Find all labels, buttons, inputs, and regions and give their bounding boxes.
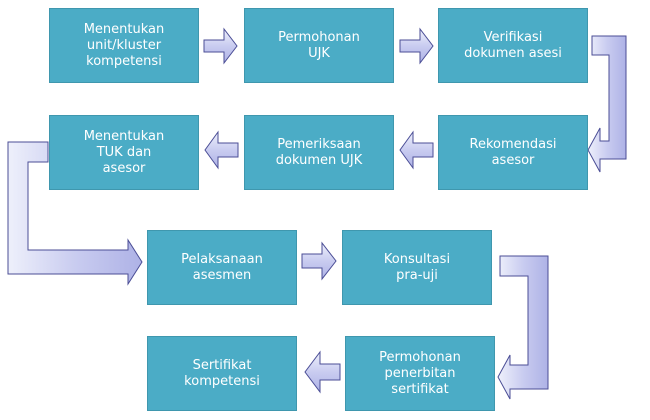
- step-box-menentukan-unit: Menentukan unit/kluster kompetensi: [49, 8, 199, 83]
- step-label: Konsultasi pra-uji: [383, 251, 451, 283]
- arrow-step9-to-step10: [304, 350, 341, 394]
- step-box-konsultasi-pra-uji: Konsultasi pra-uji: [342, 230, 492, 305]
- arrow-step8-to-step9: [497, 255, 549, 400]
- step-box-sertifikat-kompetensi: Sertifikat kompetensi: [147, 336, 297, 411]
- step-label: Pemeriksaan dokumen UJK: [275, 136, 363, 168]
- step-label: Menentukan TUK dan asesor: [83, 128, 165, 176]
- arrow-step5-to-step6: [204, 130, 239, 170]
- arrow-step2-to-step3: [399, 27, 434, 65]
- step-label: Rekomendasi asesor: [469, 136, 557, 168]
- step-label: Permohonan penerbitan sertifikat: [379, 349, 461, 397]
- arrow-step6-to-step7: [7, 141, 143, 286]
- step-box-rekomendasi-asesor: Rekomendasi asesor: [438, 115, 588, 190]
- arrow-step7-to-step8: [301, 241, 337, 281]
- arrow-step3-to-step4: [587, 35, 627, 173]
- step-box-pelaksanaan-asesmen: Pelaksanaan asesmen: [147, 230, 297, 305]
- step-label: Sertifikat kompetensi: [184, 357, 260, 389]
- step-box-pemeriksaan-dokumen: Pemeriksaan dokumen UJK: [244, 115, 394, 190]
- step-label: Permohonan UJK: [278, 29, 360, 61]
- step-box-menentukan-tuk: Menentukan TUK dan asesor: [49, 115, 199, 190]
- step-box-permohonan-penerbitan: Permohonan penerbitan sertifikat: [345, 336, 495, 411]
- step-label: Verifikasi dokumen asesi: [464, 29, 562, 61]
- arrow-step4-to-step5: [399, 130, 434, 170]
- step-label: Pelaksanaan asesmen: [181, 251, 263, 283]
- arrow-step1-to-step2: [203, 27, 238, 65]
- step-label: Menentukan unit/kluster kompetensi: [83, 21, 165, 69]
- step-box-verifikasi-dokumen: Verifikasi dokumen asesi: [438, 8, 588, 83]
- step-box-permohonan-ujk: Permohonan UJK: [244, 8, 394, 83]
